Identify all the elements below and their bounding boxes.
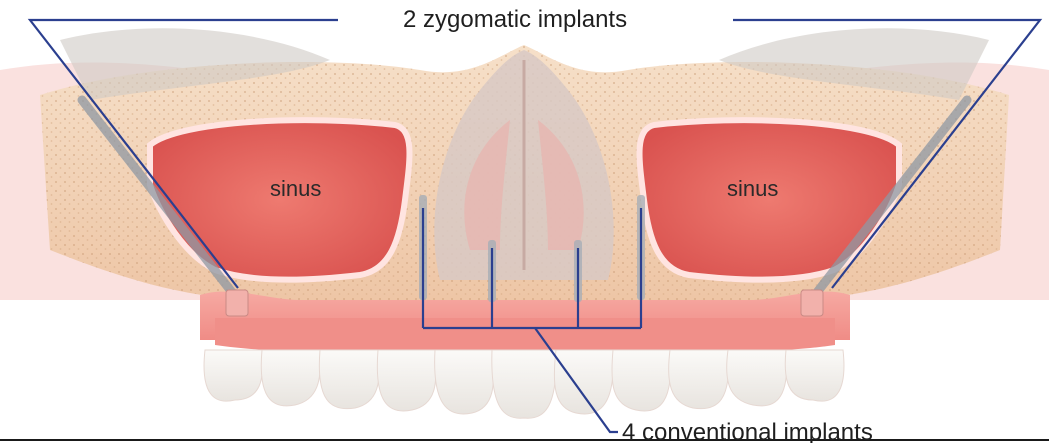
sinus-label-left: sinus	[270, 178, 321, 200]
gum-band	[215, 318, 835, 352]
conventional-implants-label: 4 conventional implants	[622, 421, 873, 443]
teeth	[204, 350, 844, 418]
zygomatic-abutment-left	[226, 290, 248, 316]
zygomatic-implants-label: 2 zygomatic implants	[403, 8, 627, 32]
sinus-label-right: sinus	[727, 178, 778, 200]
zygomatic-abutment-right	[801, 290, 823, 316]
